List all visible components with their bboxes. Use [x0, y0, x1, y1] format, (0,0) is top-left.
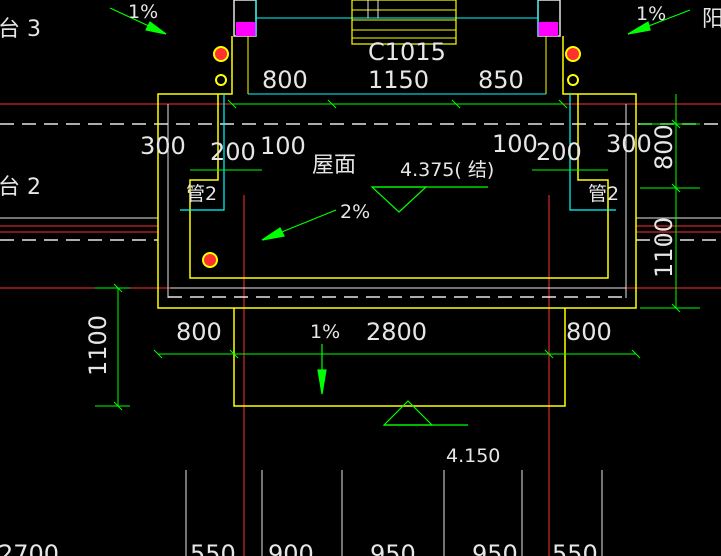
dim-right-800: 800	[650, 124, 678, 170]
footer-dim-950-right: 950	[472, 540, 518, 556]
top-walls	[233, 0, 561, 37]
dim-left-100: 100	[260, 132, 306, 160]
dim-left-200: 200	[210, 138, 256, 166]
slope-top-left-label: 1%	[128, 1, 158, 23]
slope-top-right-label: 1%	[636, 3, 666, 25]
roof-outline	[157, 36, 637, 309]
window-c1015	[351, 0, 457, 45]
dim-right-300: 300	[606, 130, 652, 158]
slope-arrows	[109, 7, 691, 395]
elevation-markers	[370, 186, 488, 426]
balcony-rails	[0, 217, 721, 233]
room-label-balcony-2: 台 2	[0, 175, 41, 200]
dim-top-800: 800	[262, 66, 308, 94]
dim-top-1150: 1150	[368, 66, 429, 94]
room-label-balcony-3: 台 3	[0, 17, 41, 42]
pipe-label-left: 管2	[186, 183, 217, 205]
dim-bottom-800-right: 800	[566, 318, 612, 346]
drain-icon	[202, 252, 218, 268]
parapet-lines	[167, 93, 627, 298]
footer-dim-950-left: 950	[370, 540, 416, 556]
dim-left-300: 300	[140, 132, 186, 160]
drain-small-icon	[567, 74, 579, 86]
dim-right-1100: 1100	[650, 217, 678, 278]
roof-elevation: 4.375( 结)	[400, 159, 494, 181]
footer-dim-550-left: 550	[190, 540, 236, 556]
slope-bottom-label: 1%	[310, 321, 340, 343]
dimension-lines	[95, 94, 700, 411]
drain-icon	[565, 46, 581, 62]
dim-left-1100: 1100	[84, 315, 112, 376]
footer-dim-2700: 2700	[0, 540, 59, 556]
roof-drains	[202, 46, 581, 268]
dim-bottom-2800: 2800	[366, 318, 427, 346]
dim-bottom-800-left: 800	[176, 318, 222, 346]
roof-label: 屋面	[312, 153, 356, 178]
lower-elevation: 4.150	[446, 445, 500, 467]
dim-right-200: 200	[536, 138, 582, 166]
lower-canopy	[233, 308, 566, 407]
pipe-label-right: 管2	[588, 183, 619, 205]
drain-icon	[213, 46, 229, 62]
slope-main-label: 2%	[340, 201, 370, 223]
window-tag: C1015	[368, 38, 446, 66]
drain-small-icon	[215, 74, 227, 86]
dim-top-850: 850	[478, 66, 524, 94]
footer-dim-900: 900	[268, 540, 314, 556]
bottom-grid-lines	[185, 470, 603, 556]
footer-dim-550-right: 550	[552, 540, 598, 556]
dashed-axis-lines	[0, 123, 721, 298]
room-label-yang: 阳	[702, 7, 721, 32]
dim-right-100: 100	[492, 130, 538, 158]
